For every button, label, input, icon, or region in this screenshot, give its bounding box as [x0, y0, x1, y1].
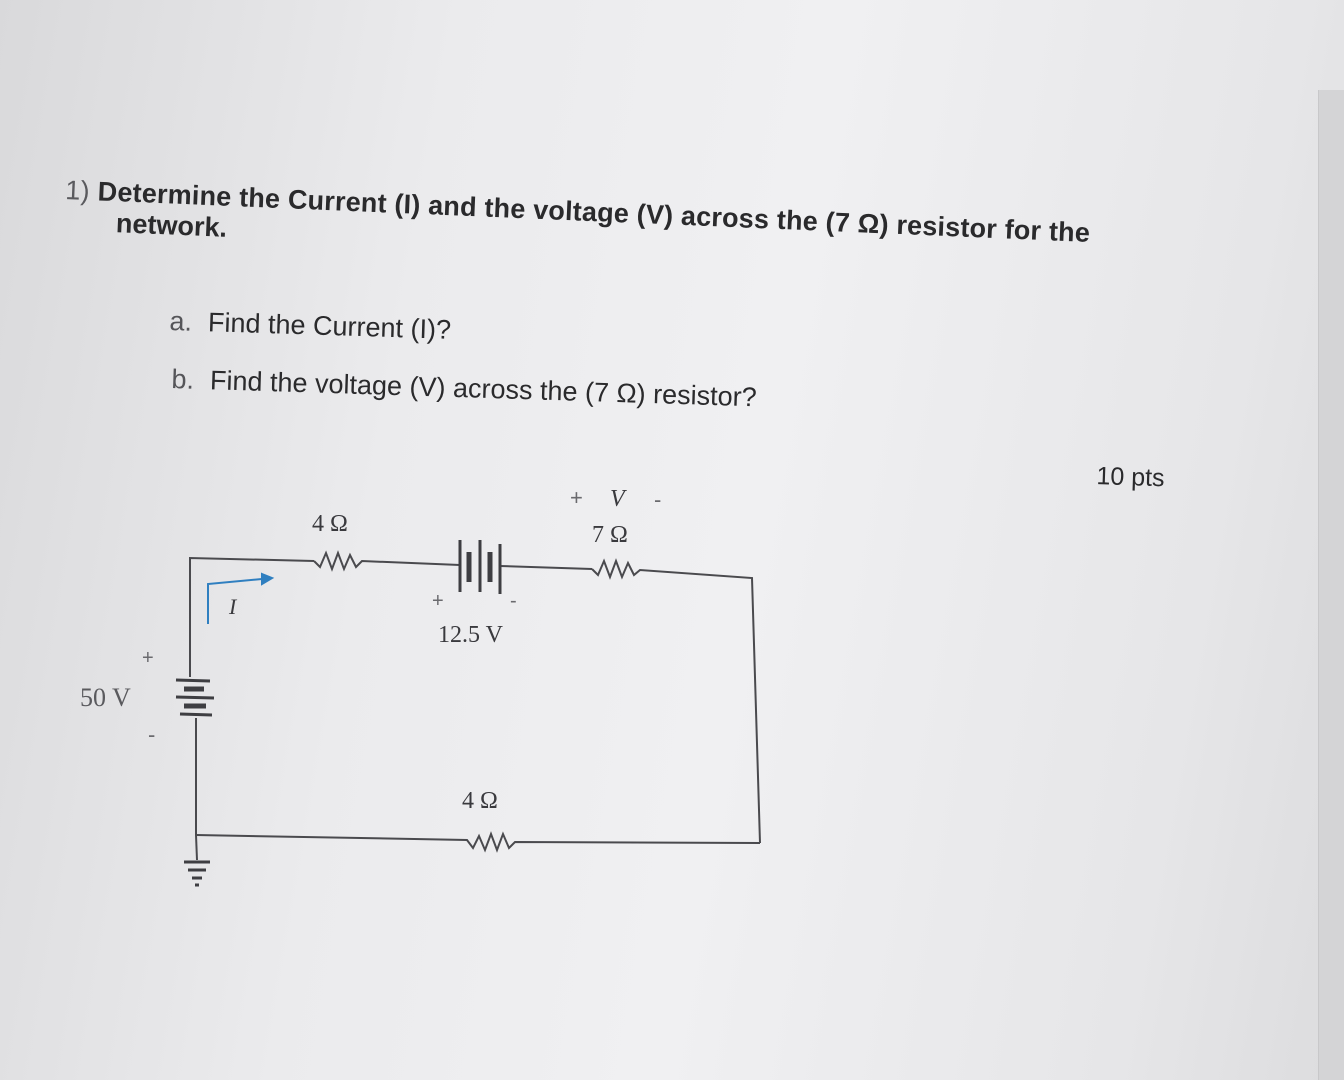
resistor-4ohm-top [313, 550, 461, 572]
resistor-4ohm-bottom [195, 831, 761, 853]
wire-mid-top [499, 565, 593, 570]
resistor-4ohm-top-label: 4 Ω [312, 511, 348, 537]
resistor-4ohm-bottom-label: 4 Ω [462, 788, 498, 814]
battery-12v-plus: + [432, 590, 444, 612]
voltage-label: V [610, 486, 627, 512]
battery-50v-plus: + [142, 647, 154, 669]
voltage-minus: - [654, 487, 661, 512]
resistor-7ohm [591, 558, 761, 844]
circuit-wires [189, 550, 761, 861]
current-arrow-icon [207, 572, 275, 624]
battery-12v-minus: - [510, 590, 517, 612]
wire-left-top [189, 556, 315, 677]
voltage-plus: + [570, 485, 583, 510]
ground-icon [184, 860, 210, 887]
current-label: I [228, 594, 238, 619]
battery-12v [458, 540, 502, 594]
page-edge [1318, 90, 1344, 1080]
battery-50v [175, 678, 215, 717]
ground-lead [195, 834, 198, 861]
battery-50v-minus: - [148, 722, 155, 747]
battery-12v-label: 12.5 V [438, 622, 504, 648]
resistor-7ohm-label: 7 Ω [592, 522, 628, 548]
battery-50v-label: 50 V [80, 683, 131, 712]
